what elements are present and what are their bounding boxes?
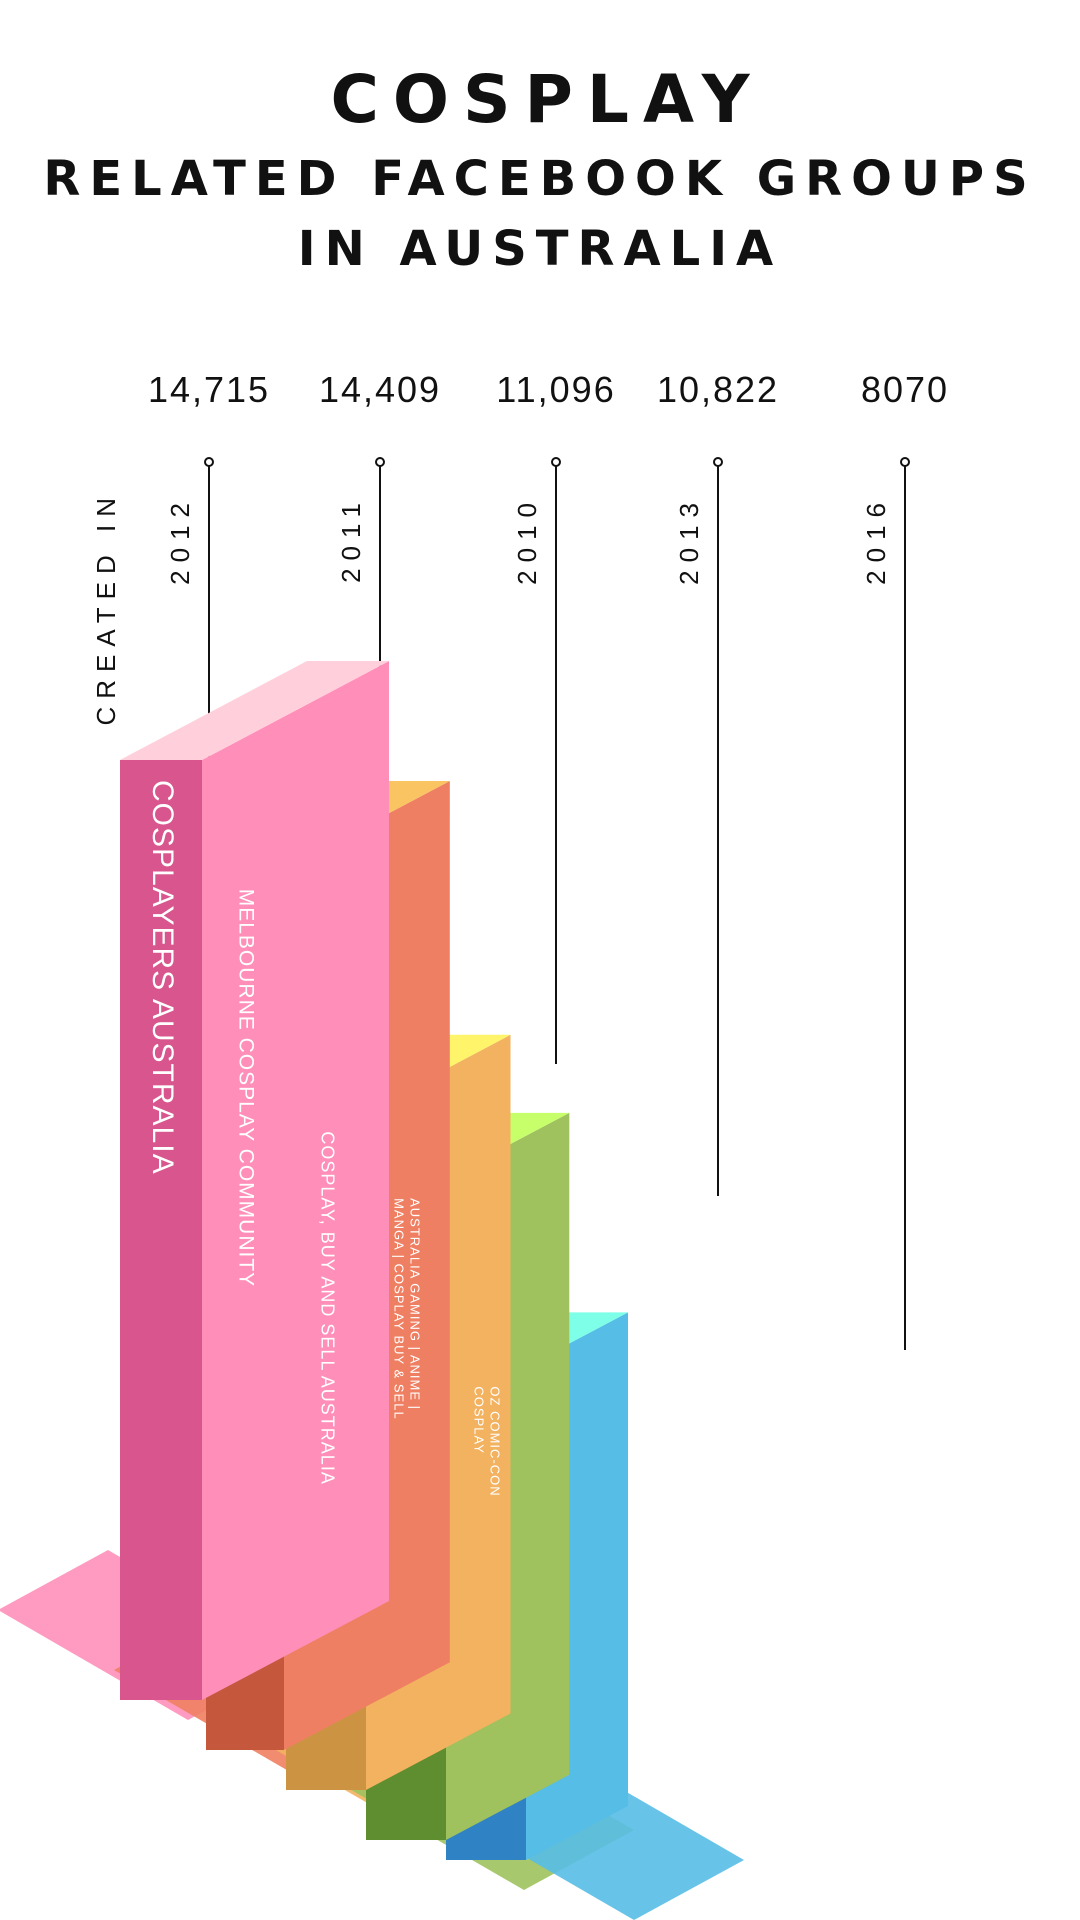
category-label-3: COSPLAY, BUY AND SELL AUSTRALIA	[317, 1131, 337, 1484]
category-label-5-line-1: OZ COMIC-CON	[488, 1386, 503, 1496]
value-label-4: 10,822	[657, 369, 779, 410]
leader-dot-2	[375, 457, 385, 467]
value-label-3: 11,096	[496, 369, 615, 410]
year-label-4: 2013	[674, 495, 704, 585]
chart-subtitle-2: IN AUSTRALIA	[297, 221, 783, 277]
leader-dot-4	[713, 457, 723, 467]
bar-1	[120, 760, 202, 1700]
bar-top-1	[120, 661, 389, 760]
year-label-5: 2016	[861, 495, 891, 585]
value-label-2: 14,409	[319, 369, 441, 410]
created-in-label: CREATED IN	[91, 490, 121, 726]
category-label-4-line-1: AUSTRALIA GAMING | ANIME |	[408, 1198, 423, 1410]
category-label-1: COSPLAYERS AUSTRALIA	[146, 780, 179, 1175]
year-label-3: 2010	[512, 495, 542, 585]
category-label-4-line-2: MANGA | COSPLAY BUY & SELL	[392, 1198, 407, 1420]
title-block: COSPLAY RELATED FACEBOOK GROUPS IN AUSTR…	[0, 60, 1080, 282]
chart-subtitle-1: RELATED FACEBOOK GROUPS	[43, 151, 1037, 207]
leader-dot-5	[900, 457, 910, 467]
leader-dot-1	[204, 457, 214, 467]
year-label-1: 2012	[165, 495, 195, 585]
year-label-2: 2011	[336, 495, 366, 583]
bar-side-1	[202, 661, 389, 1700]
chart-title: COSPLAY	[330, 61, 764, 138]
category-label-5-line-2: COSPLAY	[472, 1386, 487, 1453]
leader-dot-3	[551, 457, 561, 467]
category-label-2: MELBOURNE COSPLAY COMMUNITY	[234, 889, 257, 1287]
value-label-1: 14,715	[148, 369, 270, 410]
value-label-5: 8070	[861, 369, 949, 410]
